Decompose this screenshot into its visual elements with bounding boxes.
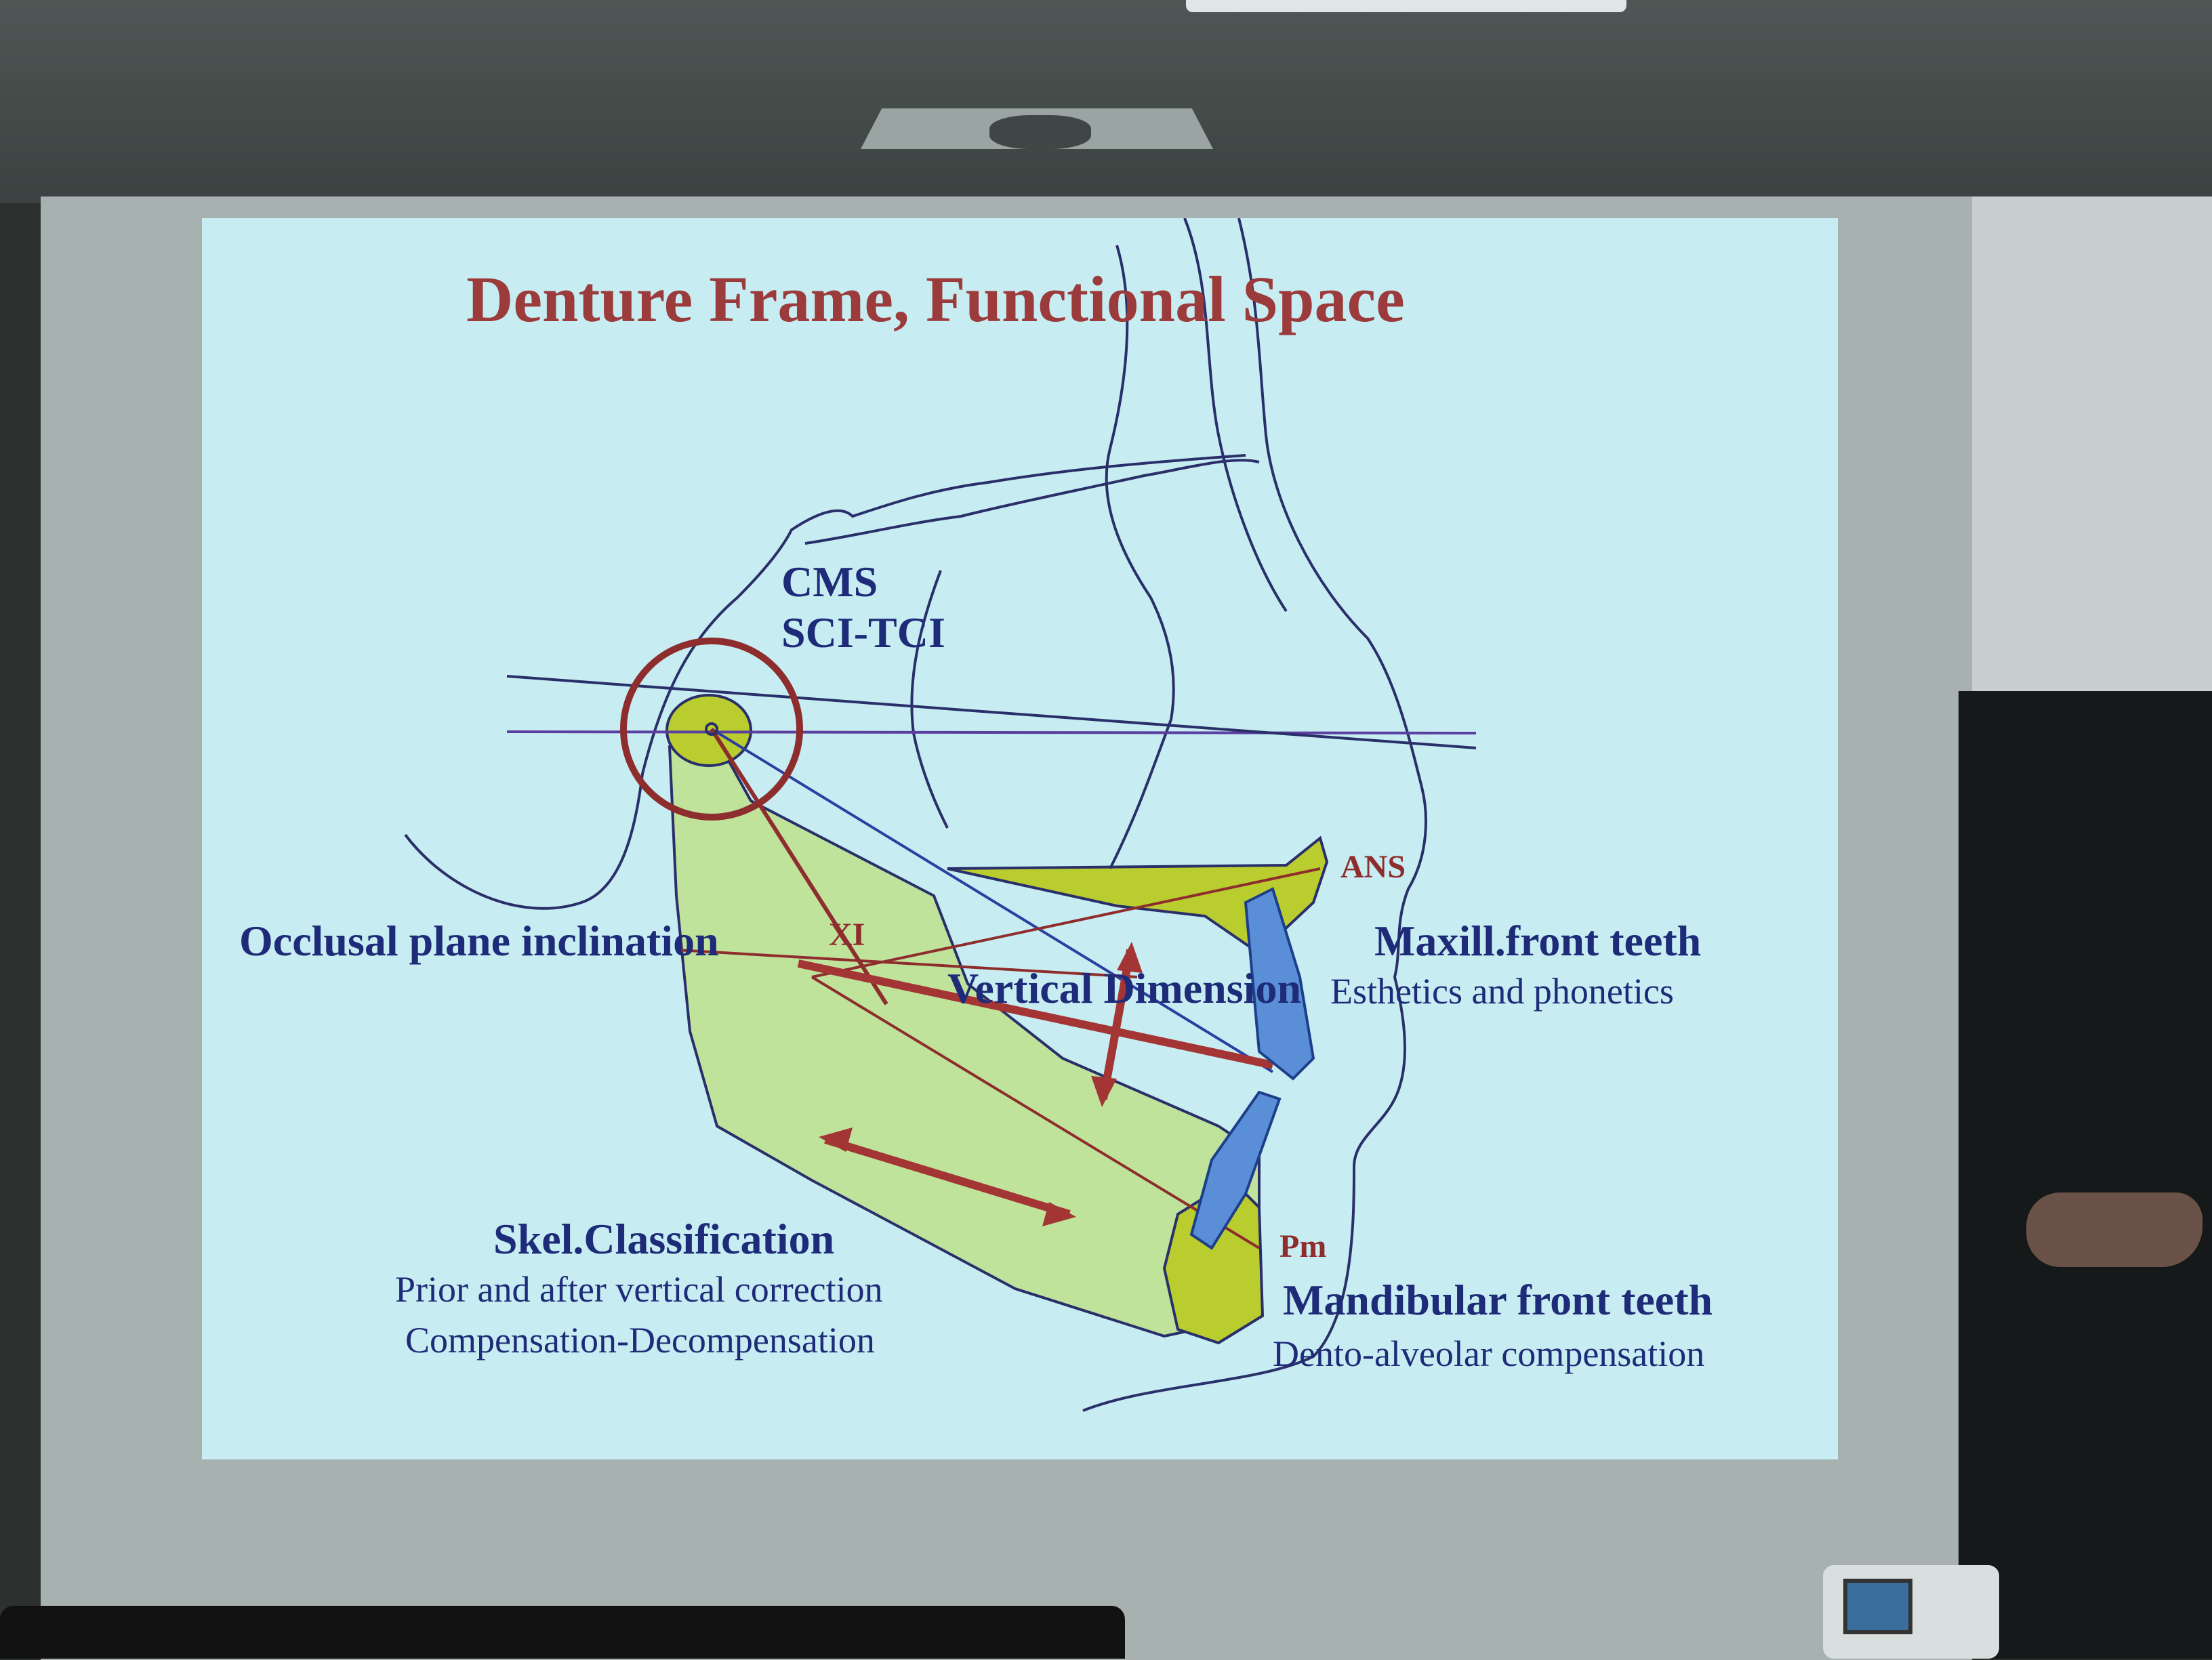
xi-to-ans-line <box>811 867 1321 978</box>
label-skel-classification: Skel.Classification <box>493 1215 835 1263</box>
upper-incisor <box>1244 887 1315 1081</box>
cranial-base-line <box>804 459 1260 545</box>
projector-lens <box>989 115 1091 149</box>
skull-outline <box>404 454 1246 910</box>
label-prior-after: Prior and after vertical correction <box>395 1269 883 1310</box>
circle-target-icon <box>620 638 803 821</box>
label-maxill-front-teeth: Maxill.front teeth <box>1374 917 1702 965</box>
presentation-slide: Denture Frame, Functional Space CMS SCI-… <box>202 218 1838 1459</box>
label-dento-alveolar: Dento-alveolar compensation <box>1273 1333 1705 1374</box>
slide-title: Denture Frame, Functional Space <box>466 263 1405 335</box>
label-occlusal-plane: Occlusal plane inclination <box>239 917 719 965</box>
camera-screen <box>1843 1579 1912 1634</box>
label-esthetics: Esthetics and phonetics <box>1330 971 1674 1012</box>
condyle-shape <box>665 694 752 767</box>
label-ans: ANS <box>1340 849 1406 885</box>
condyle-center-dot <box>705 722 718 736</box>
vertical-double-arrow <box>1091 942 1143 1107</box>
ceiling <box>0 0 2212 203</box>
double-arrow-icon <box>819 1127 1076 1226</box>
ceiling-light <box>1186 0 1626 12</box>
occlusal-plane-line <box>797 959 1274 1069</box>
label-pm: Pm <box>1279 1228 1327 1264</box>
condyle-to-pm-line <box>710 728 888 1005</box>
xi-to-pm-line <box>811 976 1261 1249</box>
wall-dark <box>1959 691 2212 1659</box>
laptop-edge <box>0 1606 1125 1659</box>
condyle-to-incisor-line <box>710 728 1274 1073</box>
sn-line <box>506 675 1477 749</box>
frankfort-line <box>506 730 1477 734</box>
label-vertical-dimension: Vertical Dimension <box>947 964 1302 1012</box>
occlusal-inclination-line <box>676 949 1138 978</box>
presenter-hand <box>2026 1192 2203 1267</box>
cephalometric-diagram <box>404 218 1477 1412</box>
facial-profile <box>1082 218 1427 1412</box>
nasal-line <box>1183 218 1288 613</box>
maxilla-shape <box>947 835 1329 955</box>
lower-incisor <box>1189 1090 1282 1250</box>
orbit-line <box>910 570 949 829</box>
label-cms: CMS <box>781 558 878 606</box>
label-sci-tci: SCI-TCI <box>781 608 945 657</box>
label-compensation: Compensation-Decompensation <box>405 1320 875 1361</box>
label-xi: XI <box>829 917 865 953</box>
label-mandibular-front-teeth: Mandibular front teeth <box>1283 1276 1713 1324</box>
pterygoid-line <box>1105 245 1175 869</box>
